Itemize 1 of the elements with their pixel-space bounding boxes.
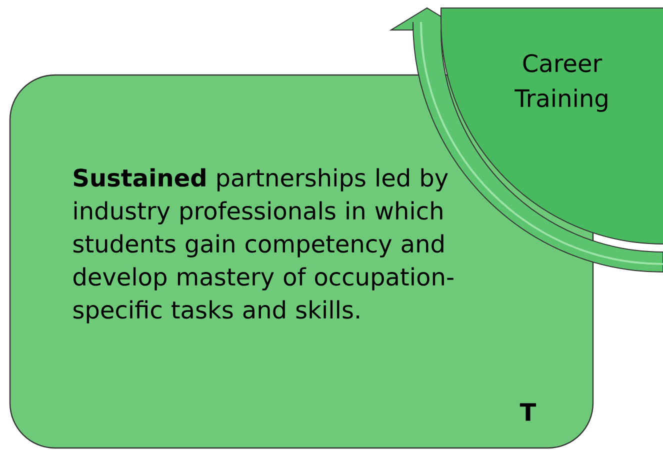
corner-letter: T	[520, 403, 536, 421]
